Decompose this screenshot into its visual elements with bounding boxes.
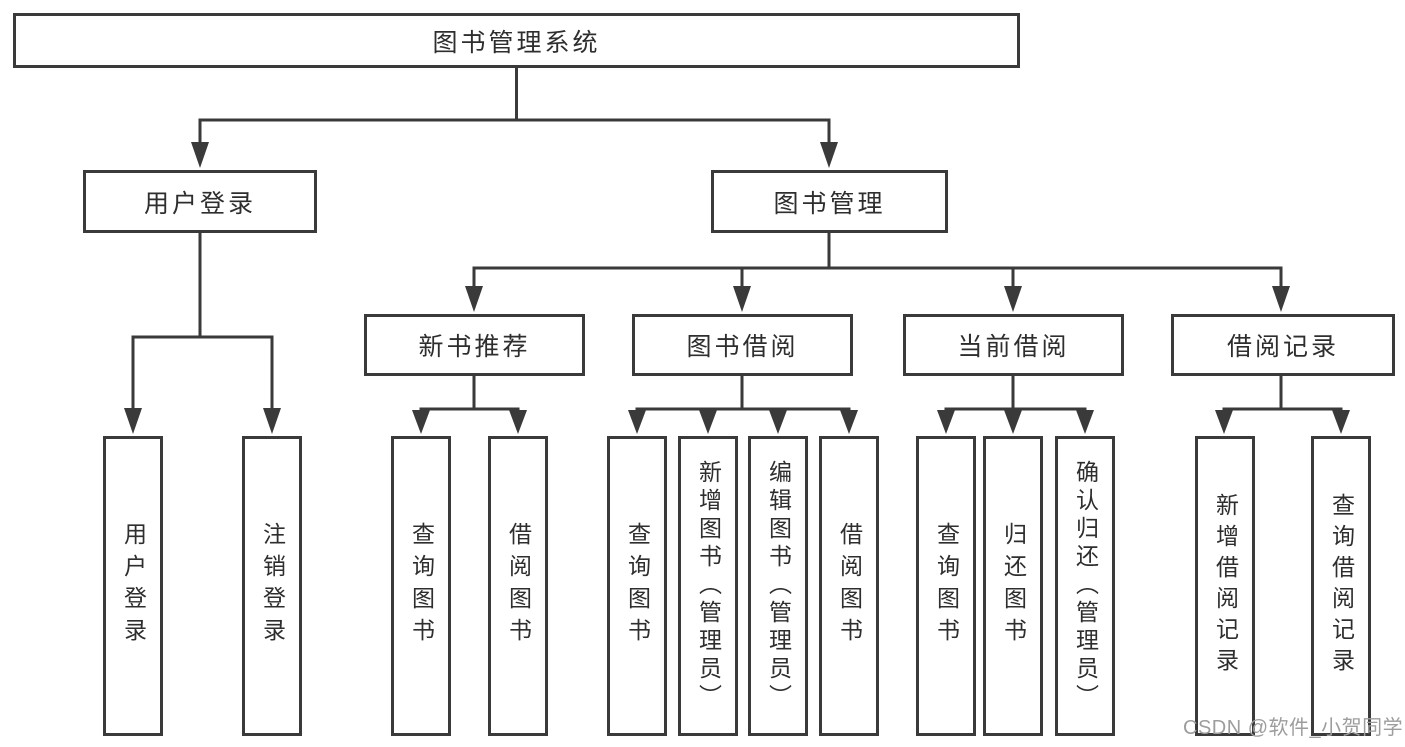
arrowheads (124, 142, 1350, 434)
leaf-query-borrow-record-label: 查询借阅记录 (1328, 493, 1355, 679)
leaf-query-books-borrowing: 查询图书 (607, 436, 667, 736)
leaf-query-books-current-label: 查询图书 (933, 522, 960, 650)
node-borrow-records: 借阅记录 (1171, 314, 1395, 376)
node-new-book-recommend: 新书推荐 (364, 314, 585, 376)
leaf-query-books-borrowing-label: 查询图书 (624, 522, 651, 650)
leaf-edit-books-admin-label: 编辑图书（管理员） (765, 460, 792, 712)
leaf-borrow-books-label: 借阅图书 (836, 522, 863, 650)
leaf-borrow-books: 借阅图书 (819, 436, 879, 736)
leaf-user-login: 用户登录 (103, 436, 163, 736)
node-new-book-recommend-label: 新书推荐 (418, 333, 531, 361)
leaf-query-borrow-record: 查询借阅记录 (1311, 436, 1371, 736)
node-root-system: 图书管理系统 (13, 13, 1020, 68)
leaf-logout: 注销登录 (242, 436, 302, 736)
leaf-confirm-return-admin-label: 确认归还（管理员） (1072, 460, 1099, 712)
node-current-borrowing: 当前借阅 (903, 314, 1124, 376)
leaf-query-books-current: 查询图书 (916, 436, 976, 736)
node-borrow-records-label: 借阅记录 (1226, 333, 1339, 361)
csdn-watermark: CSDN @软件_小贺同学 (1183, 717, 1404, 739)
leaf-return-books: 归还图书 (983, 436, 1043, 736)
node-book-management: 图书管理 (711, 170, 948, 233)
leaf-edit-books-admin: 编辑图书（管理员） (748, 436, 808, 736)
leaf-query-books-recommend: 查询图书 (391, 436, 451, 736)
node-book-borrowing: 图书借阅 (632, 314, 853, 376)
leaf-add-borrow-record-label: 新增借阅记录 (1212, 493, 1239, 679)
node-book-management-label: 图书管理 (773, 189, 886, 218)
node-current-borrowing-label: 当前借阅 (957, 333, 1070, 361)
leaf-confirm-return-admin: 确认归还（管理员） (1055, 436, 1115, 736)
node-root-label: 图书管理系统 (432, 28, 601, 57)
node-user-login: 用户登录 (83, 170, 317, 233)
node-book-borrowing-label: 图书借阅 (686, 333, 799, 361)
leaf-query-books-recommend-label: 查询图书 (408, 522, 435, 650)
leaf-user-login-label: 用户登录 (120, 522, 147, 650)
leaf-add-borrow-record: 新增借阅记录 (1195, 436, 1255, 736)
leaf-borrow-books-recommend-label: 借阅图书 (505, 522, 532, 650)
leaf-add-books-admin: 新增图书（管理员） (678, 436, 738, 736)
leaf-logout-label: 注销登录 (259, 522, 286, 650)
leaf-add-books-admin-label: 新增图书（管理员） (695, 460, 722, 712)
leaf-borrow-books-recommend: 借阅图书 (488, 436, 548, 736)
leaf-return-books-label: 归还图书 (1000, 522, 1027, 650)
node-user-login-label: 用户登录 (143, 189, 256, 218)
